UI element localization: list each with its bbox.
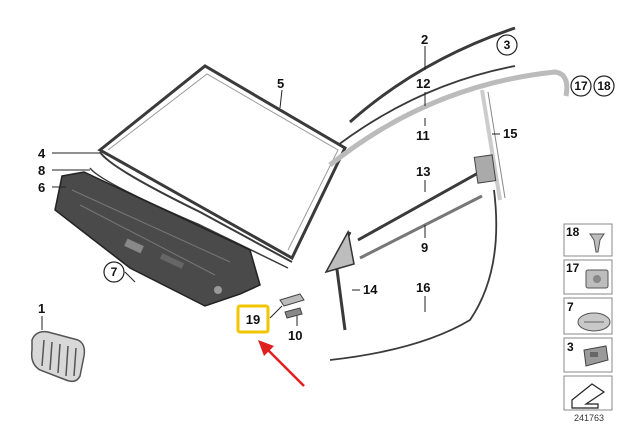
callout-2: 2 (421, 32, 428, 47)
callout-10: 10 (288, 328, 302, 343)
fastener-legend: 18 17 7 3 241763 (563, 223, 613, 423)
callout-labels: 1 2 4 5 6 8 9 10 11 12 13 14 15 16 (38, 32, 517, 343)
callout-4: 4 (38, 146, 46, 161)
arrow-return-icon (571, 383, 606, 409)
callout-7: 7 (111, 265, 118, 279)
window-shaft-seals (357, 154, 497, 260)
callout-13: 13 (416, 164, 430, 179)
b-pillar-trim (480, 89, 506, 201)
leader-lines (41, 46, 500, 330)
clamp-icon (583, 345, 609, 367)
callout-9: 9 (421, 240, 428, 255)
callout-8: 8 (38, 163, 45, 178)
callout-15: 15 (503, 126, 517, 141)
reference-number: 241763 (574, 413, 604, 423)
legend-num-17: 17 (566, 261, 580, 275)
clip-holder-icon (585, 269, 609, 289)
mirror-triangle (324, 229, 355, 331)
round-cap-icon (577, 312, 611, 332)
legend-num-18: 18 (566, 225, 580, 239)
highlighted-callout-19[interactable]: 19 (236, 304, 270, 334)
callout-1: 1 (38, 301, 45, 316)
roof-seals (328, 26, 570, 167)
callout-16: 16 (416, 280, 430, 295)
red-pointer-arrow (258, 340, 305, 387)
callout-14: 14 (363, 282, 378, 297)
push-clip-icon (589, 233, 605, 253)
cowl-panel (54, 171, 261, 307)
callout-5: 5 (277, 76, 284, 91)
callout-17: 17 (574, 79, 588, 93)
legend-num-7: 7 (567, 300, 574, 314)
callout-18: 18 (597, 79, 611, 93)
callout-11: 11 (416, 128, 430, 143)
kidney-grille (30, 330, 86, 383)
callout-19: 19 (246, 312, 260, 327)
door-edge (329, 189, 498, 361)
trim-clip (279, 293, 305, 319)
callout-6: 6 (38, 180, 45, 195)
callout-3: 3 (504, 38, 511, 52)
callout-12: 12 (416, 76, 430, 91)
windshield (97, 64, 347, 261)
legend-num-3: 3 (567, 340, 574, 354)
circled-callouts: 3 7 17 18 (103, 34, 615, 283)
